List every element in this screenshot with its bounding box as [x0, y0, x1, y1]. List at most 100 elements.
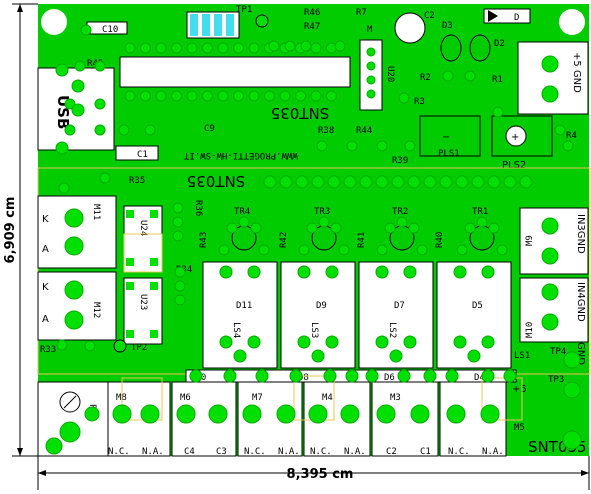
- terminal-label: C4: [184, 447, 195, 457]
- solder-pad: [208, 404, 228, 424]
- supply-label: +5 GND: [571, 52, 582, 93]
- solder-pad: [375, 265, 389, 279]
- r41-label: R41: [357, 232, 367, 248]
- solder-pad: [445, 369, 459, 383]
- m9-label: M9: [525, 235, 535, 246]
- solder-pad: [124, 42, 136, 54]
- ls2-label: LS2: [387, 322, 397, 338]
- m5-label: M5: [514, 423, 525, 433]
- solder-pad: [84, 406, 100, 422]
- r39-label: R39: [392, 156, 408, 166]
- k-label-2: K: [42, 282, 49, 293]
- d6-label: D6: [384, 373, 395, 383]
- solder-pad: [446, 404, 466, 424]
- terminal-label: N.C.: [244, 447, 266, 457]
- solder-pad: [563, 351, 581, 369]
- solder-pad: [80, 24, 92, 36]
- solder-pad: [310, 90, 322, 102]
- solder-pad: [155, 90, 167, 102]
- solder-pad: [391, 175, 405, 189]
- solder-pad: [471, 175, 485, 189]
- d11-label: D11: [236, 301, 252, 311]
- solder-pad: [423, 369, 437, 383]
- solder-pad: [217, 42, 229, 54]
- solder-pad: [276, 404, 296, 424]
- solder-pad: [453, 265, 467, 279]
- solder-pad: [94, 60, 106, 72]
- solder-pad: [250, 222, 262, 234]
- solder-pad: [311, 175, 325, 189]
- solder-pad: [519, 175, 533, 189]
- solder-pad: [74, 60, 86, 72]
- solder-pad: [58, 182, 70, 194]
- solder-pad: [255, 369, 269, 383]
- m6-label: M6: [180, 393, 191, 403]
- r33-label: R33: [40, 345, 56, 355]
- solder-pad: [345, 369, 359, 383]
- solder-pad: [298, 244, 310, 256]
- solder-pad: [64, 124, 76, 136]
- solder-pad: [410, 404, 430, 424]
- solder-pad: [397, 369, 411, 383]
- solder-pad: [150, 210, 158, 218]
- solder-pad: [124, 90, 136, 102]
- solder-pad: [541, 217, 559, 235]
- pls1-label: PLS1: [438, 149, 460, 159]
- terminal-label: C3: [216, 447, 227, 457]
- solder-pad: [126, 258, 134, 266]
- solder-pad: [268, 40, 280, 52]
- solder-pad: [359, 175, 373, 189]
- solder-pad: [174, 266, 186, 278]
- solder-pad: [416, 244, 428, 256]
- solder-pad: [247, 335, 261, 349]
- r4-label: R4: [566, 131, 577, 141]
- ls1-label: LS1: [514, 351, 530, 361]
- d-label: D: [514, 13, 519, 23]
- solder-pad: [126, 282, 134, 290]
- solder-pad: [403, 265, 417, 279]
- solder-pad: [297, 335, 311, 349]
- solder-pad: [311, 349, 325, 363]
- solder-pad: [330, 222, 342, 234]
- solder-pad: [144, 124, 156, 136]
- solder-pad: [150, 330, 158, 338]
- solder-pad: [310, 42, 322, 54]
- solder-pad: [487, 175, 501, 189]
- d5-label: D5: [472, 301, 483, 311]
- r38-label: R38: [318, 126, 334, 136]
- terminal-label: N.A.: [142, 447, 164, 457]
- solder-pad: [308, 404, 328, 424]
- solder-pad: [219, 265, 233, 279]
- solder-pad: [171, 42, 182, 54]
- solder-pad: [562, 140, 574, 152]
- solder-pad: [71, 103, 85, 117]
- solder-pad: [150, 258, 158, 266]
- r40-label: R40: [435, 232, 445, 248]
- r3-label: R3: [414, 97, 425, 107]
- tp4-label: TP4: [550, 347, 566, 357]
- solder-pad: [297, 265, 311, 279]
- solder-pad: [488, 222, 500, 234]
- solder-pad: [404, 140, 416, 152]
- tr2-label: TR2: [392, 207, 408, 217]
- solder-pad: [140, 42, 151, 54]
- solder-pad: [439, 175, 453, 189]
- solder-pad: [64, 310, 84, 330]
- solder-pad: [481, 265, 495, 279]
- solder-pad: [126, 330, 134, 338]
- terminal-label: C2: [386, 447, 397, 457]
- solder-pad: [176, 404, 196, 424]
- solder-pad: [541, 283, 559, 301]
- d2-label: D2: [494, 39, 505, 49]
- solder-pad: [172, 202, 184, 214]
- solder-pad: [334, 40, 346, 52]
- solder-pad: [171, 90, 182, 102]
- svg-text:−: −: [442, 132, 450, 143]
- solder-pad: [376, 140, 388, 152]
- ls3-label: LS3: [309, 322, 319, 338]
- ls4-label: LS4: [231, 322, 241, 338]
- c10-label: C10: [102, 25, 118, 35]
- d7-label: D7: [394, 301, 405, 311]
- solder-pad: [264, 90, 275, 102]
